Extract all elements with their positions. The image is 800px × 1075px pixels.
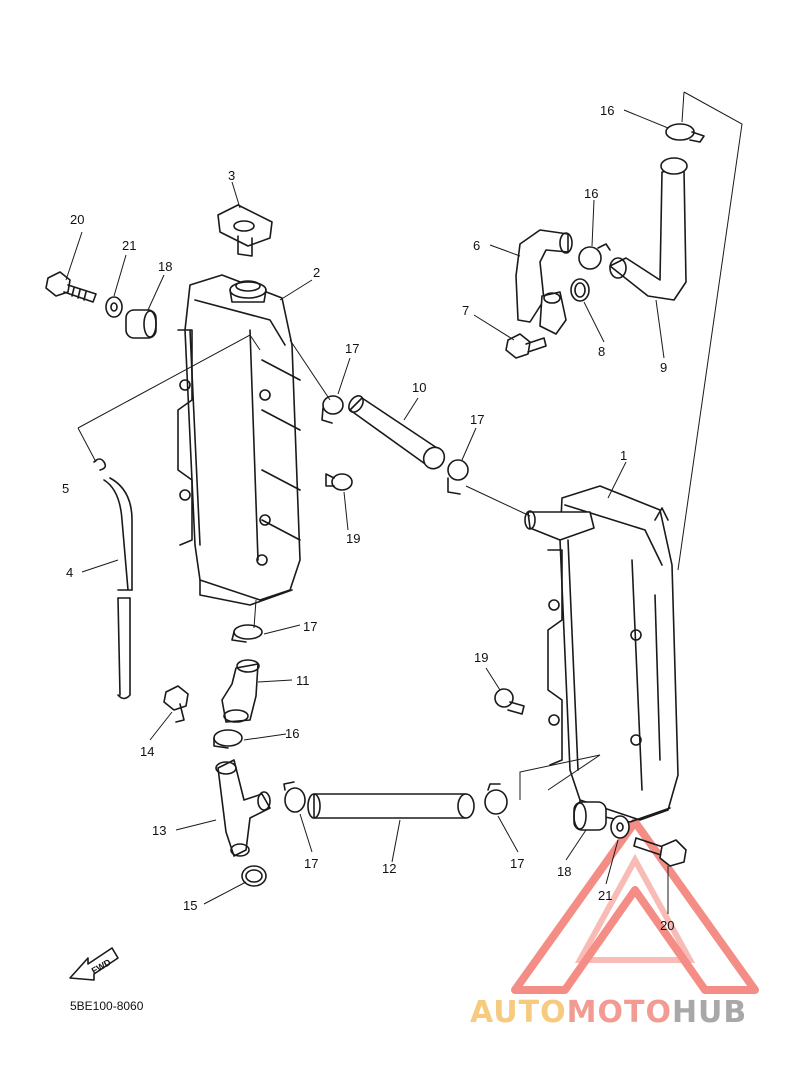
callout-5: 5: [62, 481, 69, 496]
radiator-left: [177, 274, 301, 606]
callout-19-right: 19: [474, 650, 488, 665]
bolt-left: [45, 271, 97, 303]
callout-10: 10: [412, 380, 426, 395]
screw-19-left: [325, 473, 353, 491]
callout-labels: 20 21 18 3 2 17 10 17 5 19 4 17 11 16 14…: [62, 103, 674, 933]
callout-1: 1: [620, 448, 627, 463]
callout-18-right: 18: [557, 864, 571, 879]
oring-8: [570, 278, 590, 302]
watermark-text-auto: AUTO: [470, 995, 567, 1030]
clamp-16-middle: [578, 243, 611, 270]
clamp-17-bottom-left: [283, 781, 306, 813]
leader-lines: [65, 91, 743, 914]
callout-17-d: 17: [304, 856, 318, 871]
callout-14: 14: [140, 744, 154, 759]
callout-17-c: 17: [303, 619, 317, 634]
washer-right: [610, 815, 630, 839]
radiator-cap: [217, 204, 273, 257]
oring-15: [241, 865, 267, 887]
inlet-pipe-right: [524, 510, 595, 541]
callout-13: 13: [152, 823, 166, 838]
callout-17-e: 17: [510, 856, 524, 871]
watermark-text-hub: HUB: [672, 995, 747, 1030]
hose-4: [103, 477, 133, 700]
filler-neck: [229, 280, 267, 303]
callout-19-left: 19: [346, 531, 360, 546]
radiator-right: [547, 485, 679, 823]
hose-11: [221, 659, 260, 723]
callout-12: 12: [382, 861, 396, 876]
grommet-left: [125, 309, 157, 339]
watermark-triangle-icon: [511, 818, 759, 994]
bolt-right: [633, 837, 687, 867]
callout-21-right: 21: [598, 888, 612, 903]
joint-7: [539, 291, 567, 335]
watermark-logo: AUTOMOTOHUB: [470, 818, 759, 1030]
callout-18-left: 18: [158, 259, 172, 274]
svg-text:AUTOMOTOHUB: AUTOMOTOHUB: [470, 995, 747, 1030]
callout-16-top: 16: [600, 103, 614, 118]
grommet-right: [573, 801, 607, 831]
hose-9: [609, 157, 688, 301]
hose-10: [348, 395, 446, 470]
callout-21-left: 21: [122, 238, 136, 253]
watermark-text-moto: MOTO: [567, 995, 672, 1030]
callout-6: 6: [473, 238, 480, 253]
diagram-code: 5BE100-8060: [70, 999, 144, 1013]
pipe-13: [215, 759, 271, 857]
clamp-17-bottom-right: [484, 783, 508, 815]
callout-16-lower: 16: [285, 726, 299, 741]
callout-4: 4: [66, 565, 73, 580]
callout-15: 15: [183, 898, 197, 913]
callout-20-right: 20: [660, 918, 674, 933]
clamp-17-upper-right: [447, 459, 469, 495]
callout-8: 8: [598, 344, 605, 359]
callout-20-left: 20: [70, 212, 84, 227]
bolt-14: [163, 685, 189, 723]
clamp-17-lower-left: [231, 624, 263, 643]
hose-12: [307, 793, 475, 819]
callout-7: 7: [462, 303, 469, 318]
callout-16-mid: 16: [584, 186, 598, 201]
callout-11: 11: [296, 673, 310, 688]
clamp-17-upper-left: [321, 395, 344, 424]
clamp-16-top: [665, 123, 705, 143]
callout-17-b: 17: [470, 412, 484, 427]
callout-3: 3: [228, 168, 235, 183]
washer-left: [105, 296, 123, 318]
bolt-7: [505, 333, 547, 359]
clamp-16-lower: [213, 729, 243, 749]
forward-arrow-icon: FWD: [69, 947, 119, 981]
screw-19-right: [494, 688, 525, 715]
callout-9: 9: [660, 360, 667, 375]
callout-2: 2: [313, 265, 320, 280]
callout-17-a: 17: [345, 341, 359, 356]
hose-6: [515, 229, 573, 323]
clip-5: [93, 458, 107, 471]
